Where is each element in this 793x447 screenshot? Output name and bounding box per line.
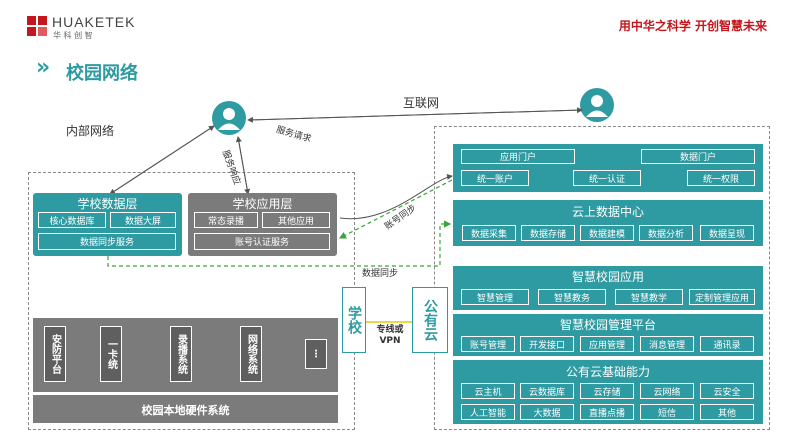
more-hardware-label: ⋮ [311, 348, 321, 360]
core-database-box: 核心数据库 [38, 212, 106, 228]
dev-interface-box: 开发接口 [520, 336, 574, 352]
slogan: 用中华之科学 开创智慧未来 [618, 19, 767, 33]
smart-management-box: 智慧管理 [461, 289, 529, 305]
cloud-data-center-title: 云上数据中心 [571, 205, 644, 219]
cloud-node: 公有云 [412, 287, 448, 353]
data-modeling-box: 数据建模 [580, 225, 634, 241]
page-title: 校园网络 [66, 63, 138, 84]
school-data-layer-title: 学校数据层 [77, 197, 138, 211]
cloud-infra-title: 公有云基础能力 [565, 365, 650, 379]
vpn-label: 专线或VPN [376, 325, 404, 346]
cloud-node-label: 公有云 [422, 299, 438, 341]
data-sync-service-box: 数据同步服务 [38, 233, 176, 250]
ai-box: 人工智能 [461, 404, 515, 420]
regular-recording-box: 常态录播 [194, 212, 258, 228]
cloud-network-box: 云网络 [640, 383, 694, 399]
school-node-label: 学校 [346, 306, 362, 334]
big-data-box: 大数据 [520, 404, 574, 420]
other-apps-box: 其他应用 [262, 212, 330, 228]
app-portal-box: 应用门户 [461, 149, 575, 164]
app-mgmt-box: 应用管理 [580, 336, 634, 352]
more-hardware-box: ⋮ [305, 339, 327, 369]
mgmt-platform-title: 智慧校园管理平台 [559, 318, 656, 332]
cloud-database-box: 云数据库 [520, 383, 574, 399]
data-storage-box: 数据存储 [521, 225, 575, 241]
school-node: 学校 [342, 287, 366, 353]
security-platform-label: 安防平台 [49, 334, 61, 374]
cloud-infra-panel [453, 360, 763, 424]
recording-system-box: 录播系统 [170, 326, 192, 382]
internal-network-label: 内部网络 [66, 124, 115, 138]
account-mgmt-box: 账号管理 [461, 336, 515, 352]
cloud-security-box: 云安全 [700, 383, 754, 399]
internet-region [434, 126, 770, 430]
data-screen-box: 数据大屏 [110, 212, 176, 228]
network-system-label: 网络系统 [245, 334, 257, 374]
unified-permission-box: 统一权限 [687, 170, 755, 186]
data-sync-label: 数据同步 [362, 269, 399, 279]
smart-teaching-box: 智慧教学 [615, 289, 683, 305]
data-portal-box: 数据门户 [641, 149, 755, 164]
internet-label: 互联网 [403, 96, 440, 110]
cloud-storage-box: 云存储 [580, 383, 634, 399]
sms-box: 短信 [640, 404, 694, 420]
message-mgmt-box: 消息管理 [640, 336, 694, 352]
data-analysis-box: 数据分析 [639, 225, 693, 241]
other-box: 其他 [700, 404, 754, 420]
smart-app-panel [453, 266, 763, 310]
security-platform-box: 安防平台 [44, 326, 66, 382]
smart-app-title: 智慧校园应用 [571, 270, 644, 284]
unified-account-box: 统一账户 [461, 170, 529, 186]
account-auth-service-box: 账号认证服务 [194, 233, 330, 250]
hardware-title-bar [33, 395, 338, 423]
portal-panel [453, 144, 763, 192]
logo [26, 15, 48, 37]
smart-academic-box: 智慧教务 [538, 289, 606, 305]
network-system-box: 网络系统 [240, 326, 262, 382]
hardware-title: 校园本地硬件系统 [141, 404, 230, 417]
brand-name: HUAKETEK [52, 14, 136, 30]
cloud-user-icon [580, 88, 614, 122]
contacts-box: 通讯录 [700, 336, 754, 352]
unified-auth-box: 统一认证 [573, 170, 641, 186]
logo-mark-icon [27, 16, 47, 36]
cloud-host-box: 云主机 [461, 383, 515, 399]
campus-card-box: 一卡统 [100, 326, 122, 382]
live-vod-box: 直播点播 [580, 404, 634, 420]
brand-name-cn: 华 科 创 智 [53, 31, 93, 40]
cloud-data-center-panel [453, 200, 763, 246]
data-collect-box: 数据采集 [462, 225, 516, 241]
data-present-box: 数据呈现 [700, 225, 754, 241]
user-icon [212, 101, 246, 135]
custom-app-box: 定制管理应用 [689, 289, 755, 305]
recording-system-label: 录播系统 [175, 334, 187, 374]
school-data-layer [33, 193, 182, 256]
title-chevron-icon: » [36, 55, 51, 80]
school-app-layer-title: 学校应用层 [232, 197, 293, 211]
mgmt-platform-panel [453, 314, 763, 356]
campus-card-label: 一卡统 [105, 339, 117, 369]
